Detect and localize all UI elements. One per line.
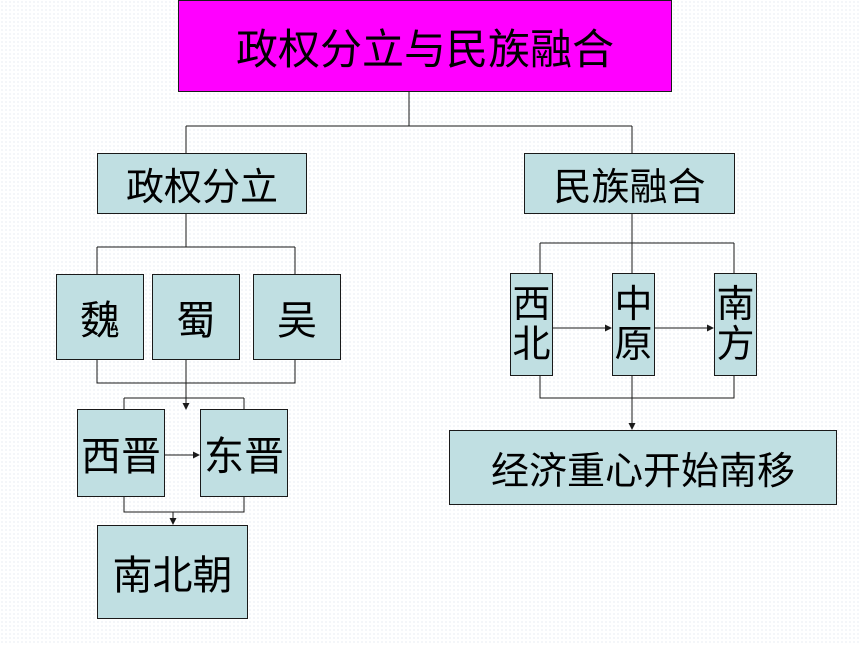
- branch-political-division-label: 政权分立: [125, 165, 278, 209]
- branch-ethnic-integration: 民族融合: [524, 153, 735, 214]
- region-northwest-char-2: 北: [512, 321, 551, 366]
- region-south-char-1: 南: [716, 281, 755, 326]
- region-central-plains: 中 原: [612, 273, 655, 376]
- west-jin-label: 西晋: [81, 434, 161, 480]
- kingdom-wu: 吴: [253, 274, 341, 360]
- east-jin-box: 东晋: [200, 409, 288, 497]
- region-northwest: 西 北: [510, 273, 553, 376]
- title-box: 政权分立与民族融合: [178, 0, 672, 92]
- kingdom-wei-label: 魏: [80, 298, 120, 344]
- region-northwest-char-1: 西: [512, 281, 551, 326]
- region-south-char-2: 方: [716, 321, 755, 366]
- south-north-dynasties-label: 南北朝: [112, 553, 233, 599]
- region-south: 南 方: [714, 273, 757, 376]
- branch-ethnic-integration-label: 民族融合: [553, 165, 706, 209]
- kingdom-shu-label: 蜀: [176, 298, 216, 344]
- branch-political-division: 政权分立: [97, 153, 307, 214]
- region-central-char-2: 原: [614, 321, 653, 366]
- west-jin-box: 西晋: [77, 409, 165, 497]
- kingdom-shu: 蜀: [152, 274, 240, 360]
- kingdom-wu-label: 吴: [277, 298, 317, 344]
- south-north-dynasties-box: 南北朝: [97, 525, 248, 619]
- economic-center-box: 经济重心开始南移: [449, 430, 837, 505]
- title-text: 政权分立与民族融合: [235, 24, 614, 74]
- east-jin-label: 东晋: [204, 434, 284, 480]
- kingdom-wei: 魏: [56, 274, 144, 360]
- economic-center-label: 经济重心开始南移: [490, 449, 795, 493]
- region-central-char-1: 中: [614, 281, 653, 326]
